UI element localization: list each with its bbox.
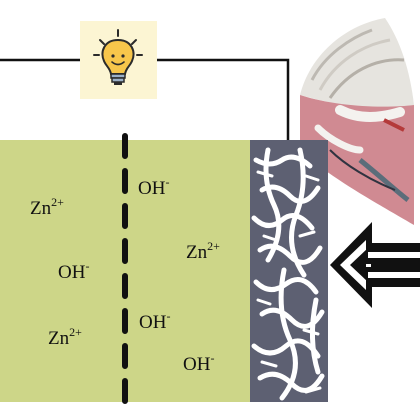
left-arrow-icon (330, 222, 420, 308)
circuit-wire (0, 58, 290, 140)
ion-label-4: Zn2+ (186, 239, 220, 263)
ion-label-2: OH- (138, 175, 169, 199)
paintbrush-photo (300, 18, 414, 225)
ion-label-6: Zn2+ (48, 325, 82, 349)
ion-label-3: OH- (58, 259, 89, 283)
porous-electrode (250, 140, 328, 402)
ion-label-1: Zn2+ (30, 195, 64, 219)
ion-label-5: OH- (139, 309, 170, 333)
ion-label-7: OH- (183, 351, 214, 375)
smiling-lightbulb-icon (93, 29, 143, 85)
lightbulb-box (80, 21, 157, 99)
